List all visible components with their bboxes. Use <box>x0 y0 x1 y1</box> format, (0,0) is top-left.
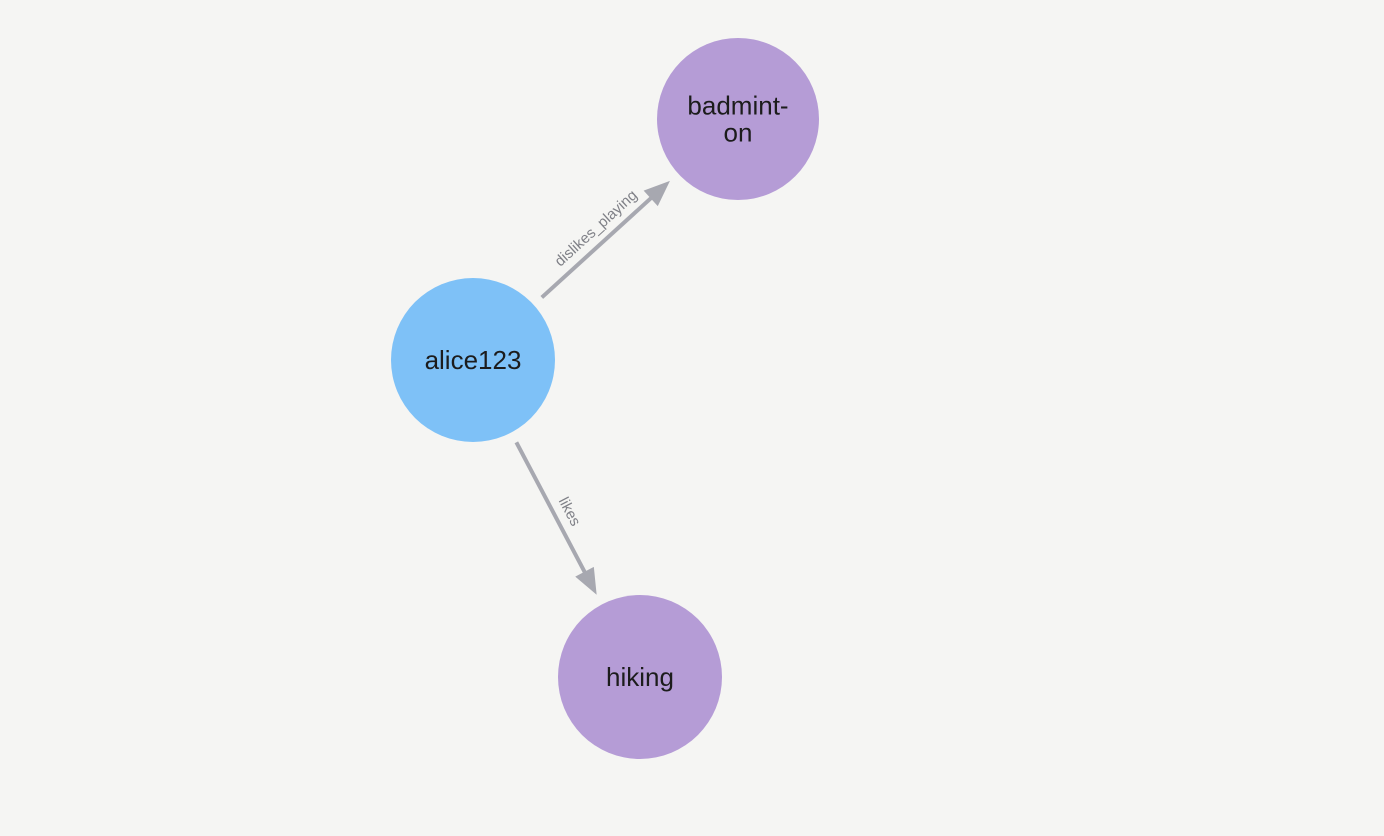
graph-node-badminton[interactable]: badmint-on <box>657 38 819 200</box>
graph-edge-likes[interactable]: likes <box>514 441 597 595</box>
edge-line <box>540 194 656 299</box>
node-circle <box>558 595 722 759</box>
node-circle <box>391 278 555 442</box>
graph-edge-dislikes_playing[interactable]: dislikes_playing <box>540 180 670 299</box>
arrowhead-icon <box>643 180 670 207</box>
node-label: badmint-on <box>687 91 788 148</box>
edge-line <box>514 441 589 577</box>
edge-label: dislikes_playing <box>552 187 641 270</box>
node-circle <box>657 38 819 200</box>
node-label: hiking <box>606 662 674 692</box>
arrowhead-icon <box>575 566 597 595</box>
graph-node-hiking[interactable]: hiking <box>558 595 722 759</box>
graph-node-alice123[interactable]: alice123 <box>391 278 555 442</box>
node-label: alice123 <box>425 345 522 375</box>
